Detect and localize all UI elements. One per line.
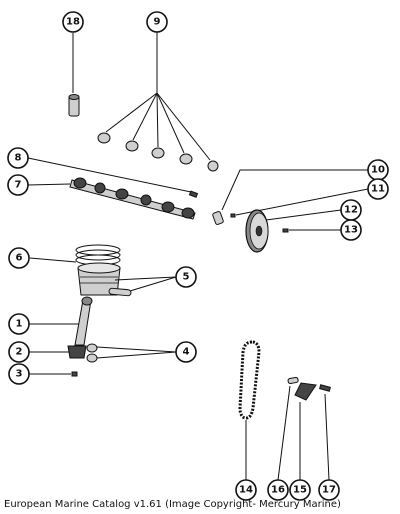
part-nut [71,371,78,377]
callout-5: 5 [175,266,197,288]
svg-text:16: 16 [271,485,285,496]
svg-text:17: 17 [322,485,336,496]
callout-8: 8 [7,147,29,169]
part-piston-pin [108,287,132,297]
callout-10: 10 [367,159,389,181]
leaders-4 [96,346,177,359]
svg-text:5: 5 [183,272,190,283]
part-connecting-rod [74,296,93,346]
leader-8 [27,157,192,193]
copyright-caption: European Marine Catalog v1.61 (Image Cop… [4,499,341,510]
svg-text:10: 10 [371,165,385,176]
part-tensioner [294,382,317,401]
leader-16 [277,385,291,481]
callout-7: 7 [7,174,29,196]
callout-3: 3 [8,363,30,385]
svg-text:2: 2 [16,347,23,358]
part-camshaft [69,177,196,220]
callout-15: 15 [289,479,311,501]
callout-16: 16 [267,479,289,501]
svg-text:7: 7 [15,180,22,191]
part-bolt [230,213,236,218]
leader-10 [221,169,368,211]
svg-text:9: 9 [154,17,161,28]
leaders-9 [105,32,211,161]
svg-text:8: 8 [15,153,22,164]
svg-text:18: 18 [66,17,80,28]
part-piston [77,262,121,296]
callout-4: 4 [175,341,197,363]
callout-14: 14 [235,479,257,501]
leader-6 [29,257,77,263]
svg-text:12: 12 [344,205,358,216]
part-washer [212,211,224,225]
part-sprocket [245,209,269,253]
leader-17 [324,393,330,481]
part-tensioner-pin [287,376,299,385]
part-pin [282,228,289,233]
callout-17: 17 [318,479,340,501]
leader-7 [27,183,71,186]
callout-9: 9 [146,11,168,33]
callout-13: 13 [340,219,362,241]
svg-text:14: 14 [239,485,253,496]
leader-12 [265,209,342,221]
part-key [188,190,199,198]
callout-6: 6 [8,247,30,269]
callout-11: 11 [367,178,389,200]
callout-12: 12 [340,199,362,221]
svg-text:15: 15 [293,485,307,496]
svg-text:4: 4 [183,347,190,358]
part-rod-bearings [86,343,98,363]
svg-text:6: 6 [16,253,23,264]
svg-text:13: 13 [344,225,358,236]
part-piston-rings [75,244,121,266]
callout-2: 2 [8,341,30,363]
part-lifter [68,94,80,117]
callout-1: 1 [8,313,30,335]
leaders-5 [114,276,177,292]
part-rod-cap [67,345,87,359]
svg-text:11: 11 [371,184,385,195]
callout-18: 18 [62,11,84,33]
svg-text:3: 3 [16,369,23,380]
svg-text:1: 1 [16,319,23,330]
part-timing-chain [238,340,261,420]
part-spring [319,384,331,392]
part-bearings [97,132,219,172]
